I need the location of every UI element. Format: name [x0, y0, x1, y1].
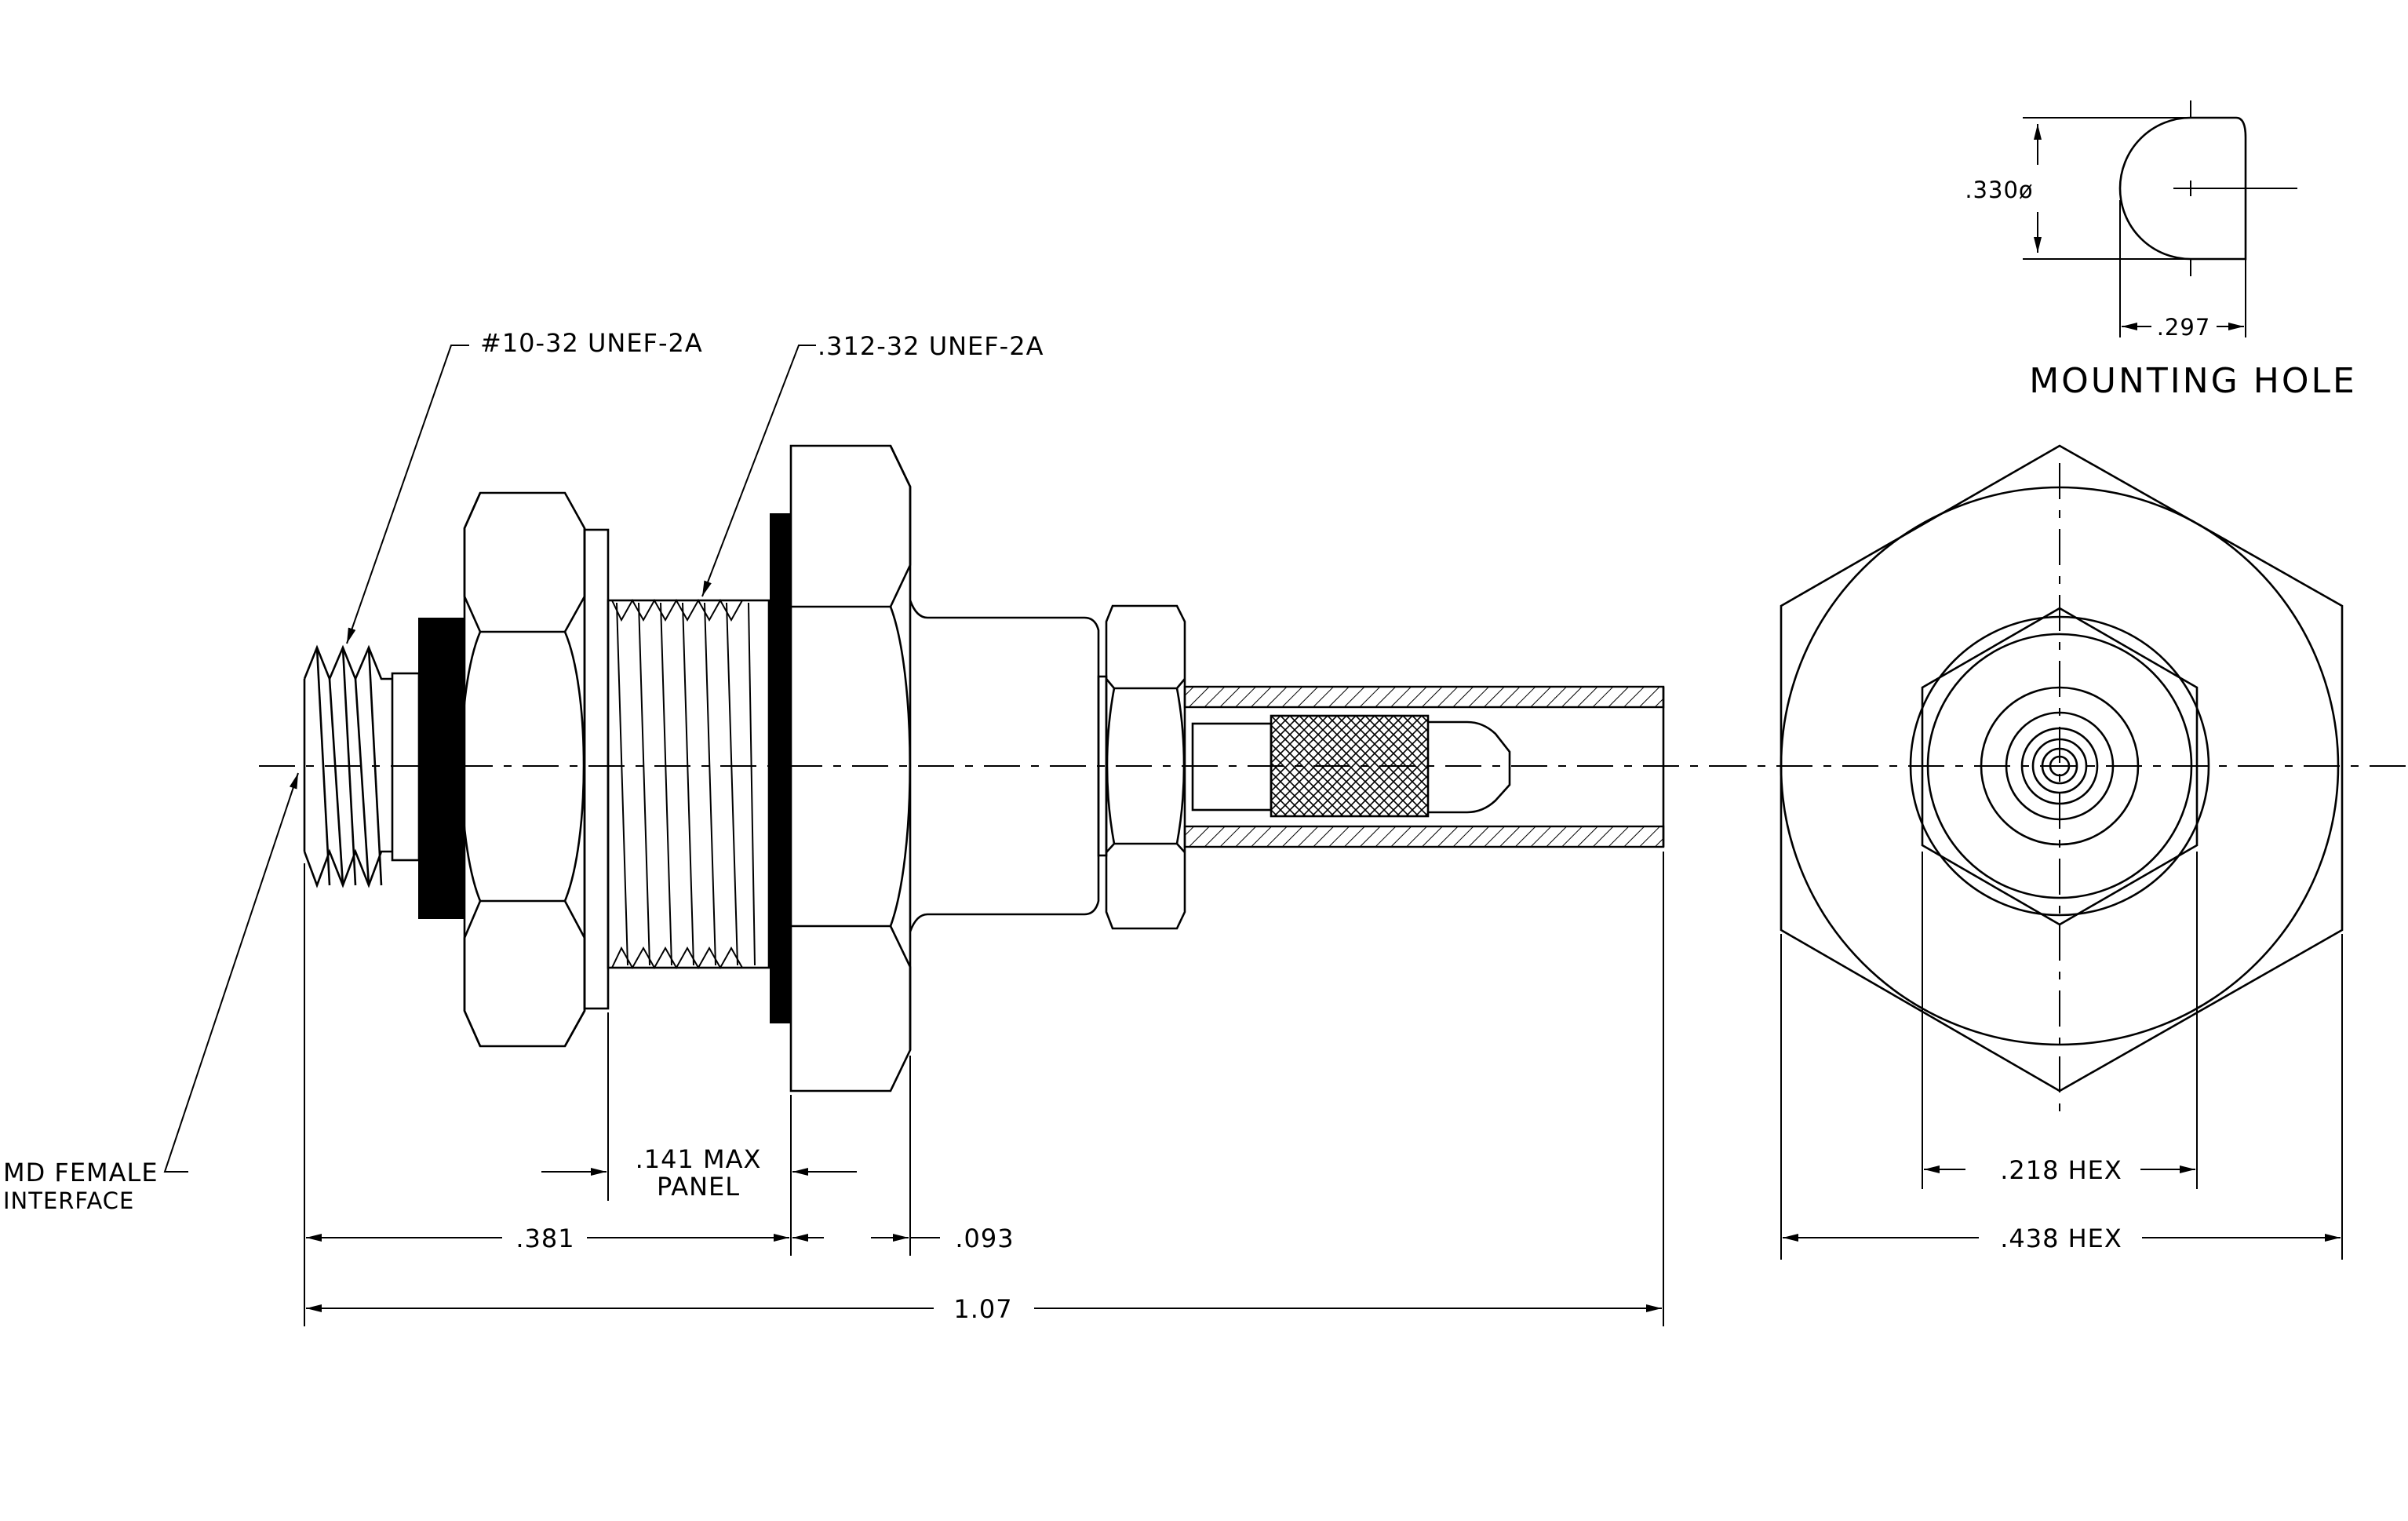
- mounting-hole-view: [2023, 100, 2297, 337]
- thread-small-label: #10-32 UNEF-2A: [480, 328, 703, 358]
- panel-label-line2: PANEL: [657, 1172, 740, 1202]
- hex-nut-left: [460, 491, 586, 1048]
- gasket-right: [770, 513, 792, 1023]
- side-view: [259, 444, 1718, 1092]
- dim-093-label: .093: [955, 1224, 1014, 1253]
- hex-nut-rear: [1105, 604, 1186, 930]
- leader-thread-small: [346, 345, 469, 644]
- leader-thread-large: [701, 345, 816, 597]
- inner-circle-6: [2031, 738, 2088, 794]
- inner-circle-4: [2005, 711, 2115, 821]
- cable-section: [1183, 685, 1665, 848]
- hex-flange: [789, 444, 912, 1092]
- end-view: [1710, 444, 2408, 1114]
- leader-interface: [163, 772, 299, 1173]
- interface-label-line1: MD FEMALE: [3, 1158, 158, 1187]
- mounting-hole-title: MOUNTING HOLE: [2029, 361, 2357, 401]
- inner-circle-7: [2041, 747, 2078, 785]
- threaded-body: [607, 598, 770, 970]
- labels: #10-32 UNEF-2A .312-32 UNEF-2A MD FEMALE…: [3, 177, 2357, 1324]
- inner-hex: [1921, 607, 2199, 926]
- interface-label-line2: INTERFACE: [3, 1187, 134, 1214]
- inner-circle-1: [1909, 615, 2210, 917]
- dim-297-label: .297: [2157, 314, 2211, 341]
- outer-hex: [1780, 444, 2344, 1092]
- inner-circle-3: [1980, 686, 2140, 846]
- outer-circle: [1780, 486, 2340, 1046]
- thread-large-label: .312-32 UNEF-2A: [818, 331, 1044, 361]
- dim-330-label: .330ø: [1965, 177, 2033, 203]
- dim-218-label: .218 HEX: [2000, 1155, 2122, 1185]
- inner-circle-2: [1926, 633, 2193, 899]
- threaded-tip: [303, 644, 421, 888]
- dim-107-label: 1.07: [953, 1294, 1012, 1324]
- dimension-lines: [163, 345, 2343, 1326]
- inner-circle-8: [2049, 755, 2071, 777]
- panel-label-line1: .141 MAX: [636, 1144, 762, 1174]
- washer: [583, 528, 610, 1010]
- gasket-left: [418, 618, 465, 919]
- dim-381-label: .381: [515, 1224, 574, 1253]
- dim-438-label: .438 HEX: [2000, 1224, 2122, 1253]
- inner-circle-5: [2020, 727, 2099, 805]
